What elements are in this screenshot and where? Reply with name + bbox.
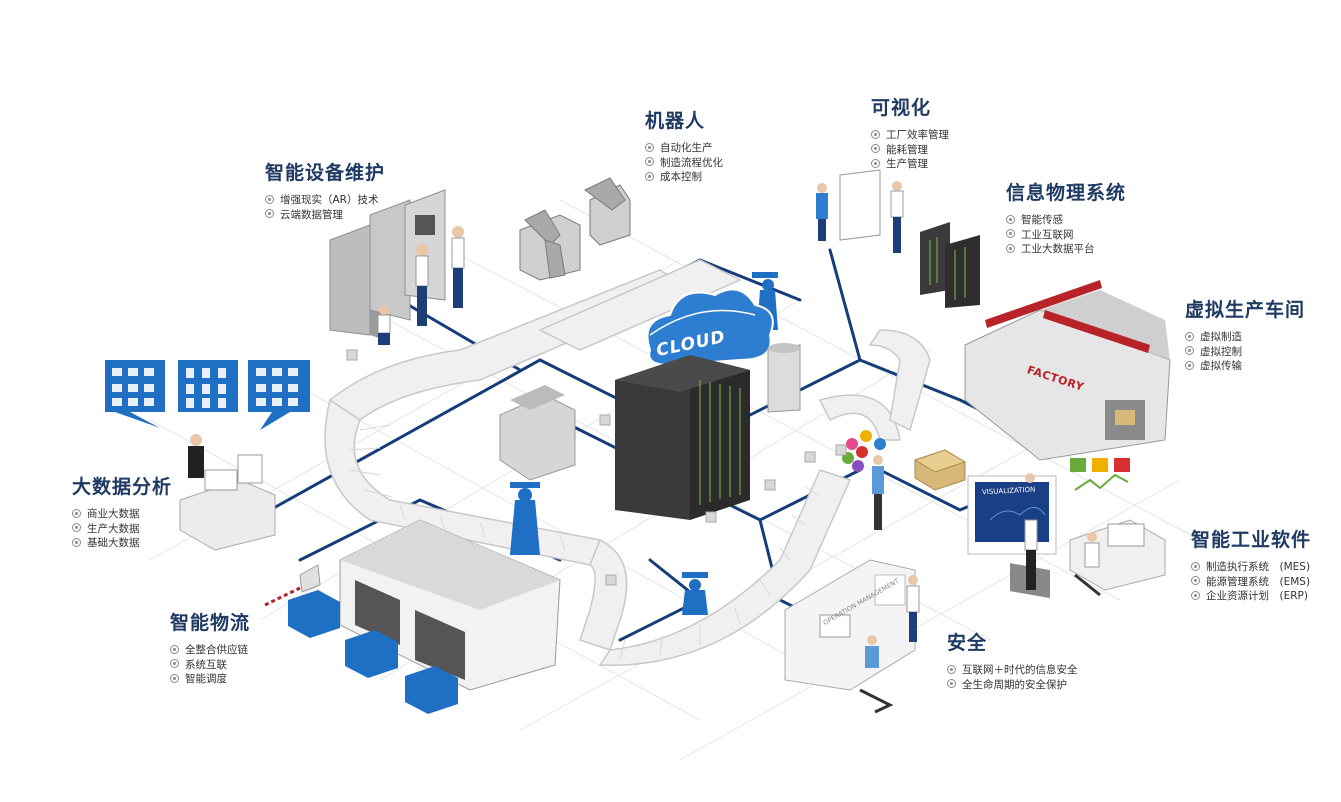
conveyor-belt [324, 259, 931, 666]
list-item: 智能调度 [170, 672, 250, 687]
section-title: 智能物流 [170, 612, 251, 634]
list-item: 工业大数据平台 [1006, 242, 1126, 257]
list-item: 工厂效率管理 [871, 128, 949, 143]
section-bigdata: 大数据分析 商业大数据 生产大数据 基础大数据 [72, 472, 172, 551]
list-item: 企业资源计划 (ERP) [1191, 589, 1311, 604]
bullet-icon [1185, 346, 1194, 355]
cps-server-racks [920, 222, 980, 308]
analyst-with-ideas [842, 430, 886, 530]
bullet-icon [170, 673, 179, 683]
bullet-icon [1185, 360, 1194, 370]
bullet-icon [72, 523, 81, 532]
list-item: 增强现实（AR）技术 [265, 193, 385, 208]
list-item: 自动化生产 [645, 141, 723, 156]
list-item: 成本控制 [645, 170, 723, 185]
bullet-icon [1006, 229, 1015, 238]
storage-tank [767, 343, 801, 413]
blue-robots [510, 272, 778, 615]
bullet-icon [1191, 561, 1200, 571]
bullet-icon [170, 644, 179, 654]
bullet-icon [645, 171, 654, 181]
list-item: 虚拟传输 [1185, 359, 1305, 374]
floating-cubes [346, 349, 847, 586]
bullet-icon [871, 129, 880, 139]
section-title: 可视化 [871, 97, 932, 119]
bullet-icon [265, 209, 274, 218]
visualization-board [967, 473, 1057, 590]
bullet-icon [72, 508, 81, 518]
factory-building [964, 280, 1171, 599]
operation-center [784, 559, 920, 714]
bullet-icon [72, 537, 81, 547]
delivery-trucks [288, 564, 458, 714]
section-software: 智能工业软件 制造执行系统 (MES) 能源管理系统 (EMS) 企业资源计划 … [1191, 525, 1311, 604]
list-item: 工业互联网 [1006, 228, 1126, 243]
bullet-icon [1006, 214, 1015, 224]
section-security: 安全 互联网＋时代的信息安全 全生命周期的安全保护 [947, 628, 1078, 692]
section-title: 智能工业软件 [1191, 529, 1312, 551]
bullet-icon [1006, 243, 1015, 253]
list-item: 全生命周期的安全保护 [947, 678, 1078, 693]
bullet-icon [265, 194, 274, 204]
bullet-icon [645, 142, 654, 152]
transformer-unit [499, 385, 576, 481]
list-item: 互联网＋时代的信息安全 [947, 663, 1078, 678]
list-item: 制造执行系统 (MES) [1191, 560, 1311, 575]
section-robot: 机器人 自动化生产 制造流程优化 成本控制 [645, 106, 723, 185]
bullet-icon [947, 664, 956, 674]
section-title: 安全 [947, 632, 988, 654]
data-panels [105, 360, 310, 430]
kpi-indicators [1070, 458, 1130, 491]
list-item: 基础大数据 [72, 536, 172, 551]
bullet-icon [645, 157, 654, 166]
list-item: 云端数据管理 [265, 208, 385, 223]
section-title: 机器人 [645, 110, 706, 132]
technicians [377, 226, 465, 345]
robot-arms [519, 177, 631, 281]
bullet-icon [947, 679, 956, 688]
bigdata-desk [179, 434, 276, 551]
section-maintenance: 智能设备维护 增强现实（AR）技术 云端数据管理 [265, 158, 385, 222]
section-visual: 可视化 工厂效率管理 能耗管理 生产管理 [871, 93, 949, 172]
section-cps: 信息物理系统 智能传感 工业互联网 工业大数据平台 [1006, 178, 1126, 257]
list-item: 系统互联 [170, 658, 250, 673]
list-item: 全整合供应链 [170, 643, 250, 658]
bullet-icon [170, 659, 179, 668]
section-virtual: 虚拟生产车间 虚拟制造 虚拟控制 虚拟传输 [1185, 295, 1305, 374]
list-item: 能源管理系统 (EMS) [1191, 575, 1311, 590]
list-item: 生产大数据 [72, 522, 172, 537]
list-item: 虚拟控制 [1185, 345, 1305, 360]
list-item: 能耗管理 [871, 143, 949, 158]
section-title: 虚拟生产车间 [1185, 299, 1306, 321]
cargo-boxes [913, 449, 967, 491]
section-title: 信息物理系统 [1006, 182, 1127, 204]
central-server [615, 355, 750, 520]
list-item: 制造流程优化 [645, 156, 723, 171]
list-item: 商业大数据 [72, 507, 172, 522]
section-title: 智能设备维护 [265, 162, 386, 184]
list-item: 虚拟制造 [1185, 330, 1305, 345]
bullet-icon [1191, 590, 1200, 600]
section-logistics: 智能物流 全整合供应链 系统互联 智能调度 [170, 608, 250, 687]
bullet-icon [1191, 576, 1200, 585]
bullet-icon [871, 144, 880, 153]
software-desk [1069, 519, 1166, 597]
list-item: 生产管理 [871, 157, 949, 172]
bullet-icon [871, 158, 880, 168]
section-title: 大数据分析 [72, 476, 173, 498]
bullet-icon [1185, 331, 1194, 341]
presentation-board [816, 169, 904, 253]
list-item: 智能传感 [1006, 213, 1126, 228]
